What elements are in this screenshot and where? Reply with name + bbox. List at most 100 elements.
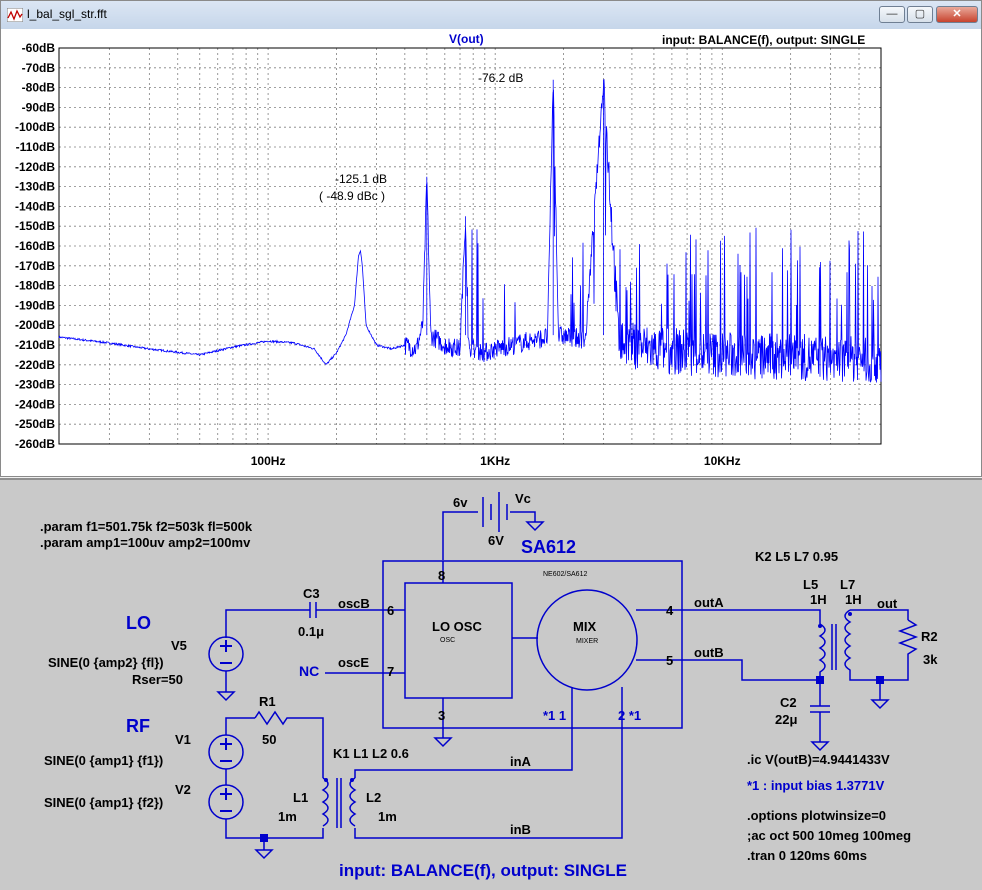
plot-frame (58, 47, 882, 445)
ic-directive: .ic V(outB)=4.9441433V (747, 752, 890, 767)
vc-label: Vc (515, 491, 531, 506)
y-tick-label: -130dB (15, 180, 55, 194)
c2-label: C2 (780, 695, 797, 710)
v5-rser: Rser=50 (132, 672, 183, 687)
maximize-button[interactable]: ▢ (907, 6, 933, 23)
y-tick-label: -120dB (15, 160, 55, 174)
schematic-canvas[interactable]: .param f1=501.75k f2=503k fl=500k .param… (0, 480, 982, 890)
k2-directive: K2 L5 L7 0.95 (755, 549, 838, 564)
ina-net: inA (510, 754, 532, 769)
v2-value: SINE(0 {amp1} {f2}) (44, 795, 163, 810)
y-tick-label: -70dB (22, 61, 56, 75)
pin6-label: 6 (387, 603, 394, 618)
schematic-caption: input: BALANCE(f), output: SINGLE (339, 861, 627, 880)
peak-annotation-main: -76.2 dB (478, 71, 523, 85)
y-tick-label: -150dB (15, 219, 55, 233)
c3-value: 0.1μ (298, 624, 324, 639)
pin8-label: 8 (438, 568, 445, 583)
grid (59, 47, 882, 445)
title-bar[interactable]: l_bal_sgl_str.fft — ▢ ✕ (1, 1, 981, 30)
y-tick-label: -190dB (15, 298, 55, 312)
x-tick-label: 10KHz (704, 454, 741, 468)
x-axis-labels: 100Hz 1KHz 10KHz (251, 454, 741, 468)
options-line-1: .options plotwinsize=0 (747, 808, 886, 823)
y-tick-label: -180dB (15, 279, 55, 293)
lo-label: LO (126, 613, 151, 633)
l7-label: L7 (840, 577, 855, 592)
pin3-label: 3 (438, 708, 445, 723)
v1-label: V1 (175, 732, 191, 747)
y-tick-label: -210dB (15, 338, 55, 352)
mixer-sublabel: MIXER (576, 638, 598, 645)
y-tick-label: -160dB (15, 239, 55, 253)
pin1-label: *1 1 (543, 708, 566, 723)
oscb-net: oscB (338, 596, 370, 611)
l1-label: L1 (293, 790, 308, 805)
osc-sublabel: OSC (440, 637, 455, 644)
vc-value: 6V (488, 533, 504, 548)
fft-window: l_bal_sgl_str.fft — ▢ ✕ -60dB-70dB-80dB-… (0, 0, 982, 477)
mix-label: MIX (573, 619, 596, 634)
x-tick-label: 1KHz (480, 454, 510, 468)
y-tick-label: -90dB (22, 100, 56, 114)
schematic-pane[interactable]: .param f1=501.75k f2=503k fl=500k .param… (0, 478, 982, 890)
chart-subtitle: input: BALANCE(f), output: SINGLE (662, 33, 865, 47)
peak-annotation-side: -125.1 dB (335, 172, 387, 186)
l5-label: L5 (803, 577, 818, 592)
pin7-label: 7 (387, 664, 394, 679)
plot-area[interactable]: -60dB-70dB-80dB-90dB-100dB-110dB-120dB-1… (1, 29, 981, 476)
y-tick-label: -260dB (15, 437, 55, 451)
v1-value: SINE(0 {amp1} {f1}) (44, 753, 163, 768)
c3-label: C3 (303, 586, 320, 601)
y-tick-label: -140dB (15, 199, 55, 213)
options-line-3: .tran 0 120ms 60ms (747, 848, 867, 863)
chart-title: V(out) (449, 32, 484, 46)
param-line-2: .param amp1=100uv amp2=100mv (40, 535, 251, 550)
source-polarity (220, 612, 884, 842)
param-line-1: .param f1=501.75k f2=503k fl=500k (40, 519, 253, 534)
waveform-app-icon (7, 8, 23, 22)
l5-value: 1H (810, 592, 827, 607)
pin5-label: 5 (666, 653, 673, 668)
v2-label: V2 (175, 782, 191, 797)
y-tick-label: -200dB (15, 318, 55, 332)
wires (208, 492, 919, 860)
l7-value: 1H (845, 592, 862, 607)
v5-label: V5 (171, 638, 187, 653)
fft-chart[interactable]: -60dB-70dB-80dB-90dB-100dB-110dB-120dB-1… (1, 29, 981, 476)
r2-label: R2 (921, 629, 938, 644)
r2-value: 3k (923, 652, 938, 667)
pin2-label: 2 *1 (618, 708, 641, 723)
c2-value: 22μ (775, 712, 797, 727)
l1-value: 1m (278, 809, 297, 824)
y-tick-label: -220dB (15, 358, 55, 372)
r1-label: R1 (259, 694, 276, 709)
close-button[interactable]: ✕ (936, 6, 978, 23)
minimize-icon: — (886, 8, 898, 20)
l2-value: 1m (378, 809, 397, 824)
options-line-2: ;ac oct 500 10meg 100meg (747, 828, 911, 843)
x-tick-label: 100Hz (251, 454, 286, 468)
y-tick-label: -80dB (22, 81, 56, 95)
maximize-icon: ▢ (914, 8, 926, 20)
pin4-label: 4 (666, 603, 674, 618)
r1-value: 50 (262, 732, 276, 747)
y-tick-label: -230dB (15, 378, 55, 392)
k1-directive: K1 L1 L2 0.6 (333, 746, 409, 761)
out-net: out (877, 596, 898, 611)
y-tick-label: -110dB (16, 140, 56, 154)
spectrum-line (58, 79, 882, 383)
minimize-button[interactable]: — (879, 6, 905, 23)
chip-part-label: NE602/SA612 (543, 571, 587, 578)
l2-label: L2 (366, 790, 381, 805)
rf-label: RF (126, 716, 150, 736)
v5-value: SINE(0 {amp2} {fl}) (48, 655, 164, 670)
nc-label: NC (299, 663, 319, 679)
y-tick-label: -170dB (15, 259, 55, 273)
y-axis-labels: -60dB-70dB-80dB-90dB-100dB-110dB-120dB-1… (15, 41, 55, 451)
y-tick-label: -250dB (15, 417, 55, 431)
outa-net: outA (694, 595, 724, 610)
peak-annotation-dbc: ( -48.9 dBc ) (319, 189, 385, 203)
lo-osc-label: LO OSC (432, 619, 482, 634)
inb-net: inB (510, 822, 531, 837)
